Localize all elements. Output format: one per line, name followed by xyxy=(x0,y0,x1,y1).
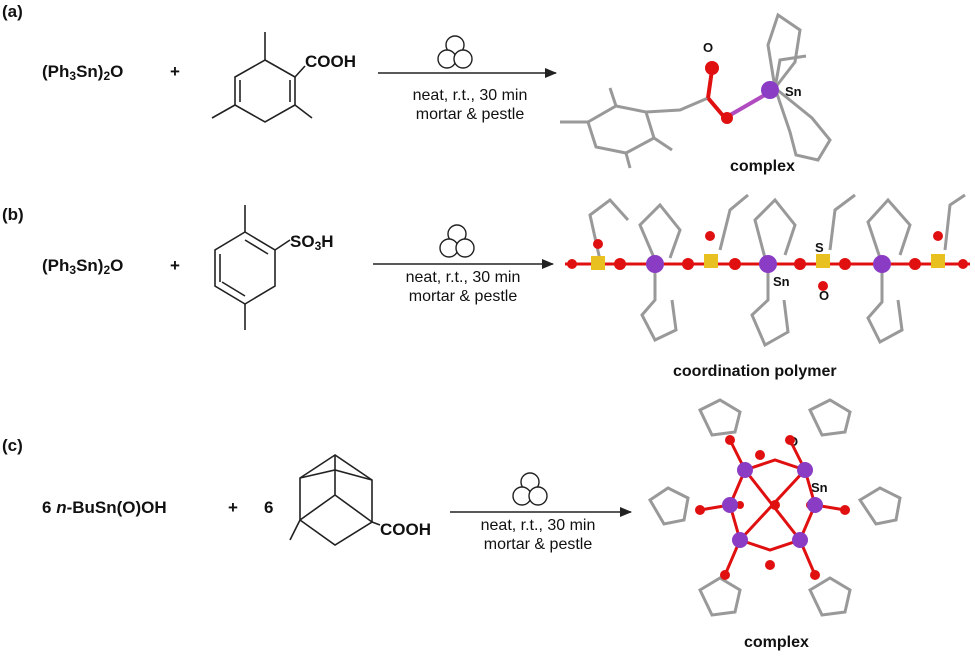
conditions-c: neat, r.t., 30 min mortar & pestle xyxy=(448,516,628,554)
conditions-b: neat, r.t., 30 min mortar & pestle xyxy=(373,268,553,306)
conditions-line2-c: mortar & pestle xyxy=(483,536,593,553)
conditions-line2-a: mortar & pestle xyxy=(415,106,525,123)
atom-label-s-b: S xyxy=(815,240,824,255)
adamantanecarboxylic-acid-structure xyxy=(289,454,381,546)
carboxyl-group-label-c: COOH xyxy=(380,520,431,539)
product-caption-a: complex xyxy=(730,158,795,175)
coefficient-c: 6 xyxy=(264,498,274,517)
atom-label-sn-c: Sn xyxy=(811,480,828,495)
atom-label-sn-b: Sn xyxy=(773,274,790,289)
conditions-line1-c: neat, r.t., 30 min xyxy=(480,517,596,534)
xylenesulfonic-acid-structure xyxy=(214,205,291,330)
plus-sign-b: + xyxy=(170,256,180,275)
sulfonic-group-label-b: SO3H xyxy=(290,232,334,253)
panel-b-label: (b) xyxy=(2,205,24,224)
panel-a-label: (a) xyxy=(2,2,23,21)
conditions-line1-a: neat, r.t., 30 min xyxy=(412,87,528,104)
atom-label-sn-a: Sn xyxy=(785,84,802,99)
product-complex-a xyxy=(560,12,832,169)
product-tin-cluster-c xyxy=(647,398,902,617)
mesitoic-acid-structure xyxy=(211,32,313,123)
reactant-butylstannonic-acid-c: 6 n-BuSn(O)OH xyxy=(42,498,167,517)
atom-label-o-b: O xyxy=(819,288,830,303)
ball-mill-icon-a xyxy=(437,35,473,69)
plus-sign-c: + xyxy=(228,498,238,517)
atom-label-o-a: O xyxy=(703,40,714,55)
panel-c-label: (c) xyxy=(2,436,23,455)
conditions-a: neat, r.t., 30 min mortar & pestle xyxy=(380,86,560,124)
conditions-line1-b: neat, r.t., 30 min xyxy=(405,269,521,286)
ball-mill-icon-c xyxy=(512,472,548,506)
reactant-bis-triphenyltin-oxide-b: (Ph3Sn)2O xyxy=(42,256,124,277)
plus-sign-a: + xyxy=(170,62,180,81)
ball-mill-icon-b xyxy=(439,224,475,258)
product-caption-c: complex xyxy=(744,634,809,651)
product-caption-b: coordination polymer xyxy=(673,363,837,380)
conditions-line2-b: mortar & pestle xyxy=(408,288,518,305)
carboxyl-group-label-a: COOH xyxy=(305,52,356,71)
reactant-bis-triphenyltin-oxide-a: (Ph3Sn)2O xyxy=(42,62,124,83)
product-coordination-polymer-b xyxy=(565,193,970,348)
